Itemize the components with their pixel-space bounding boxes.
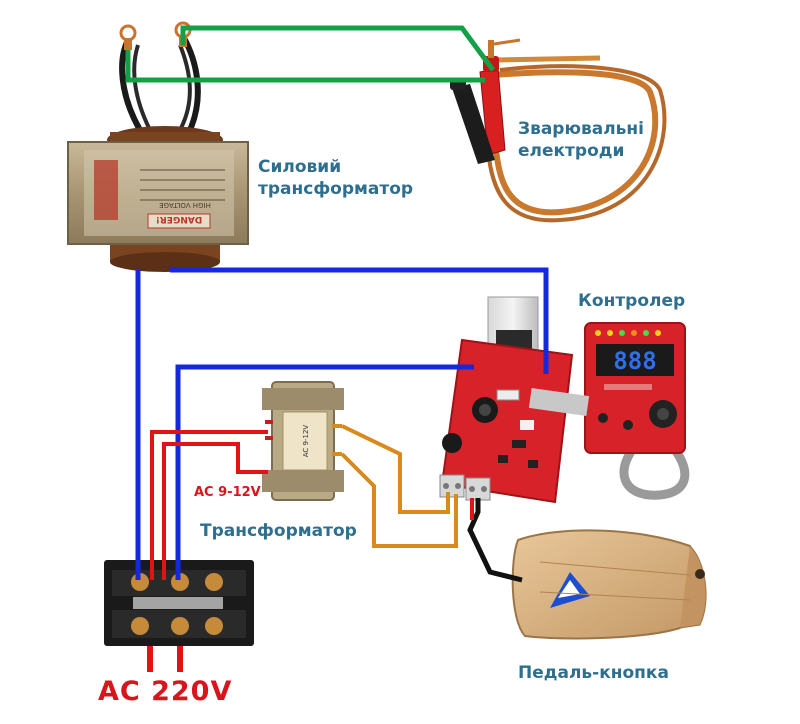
power-transformer-voltage-text: HIGH VOLTAGE [159,201,211,209]
wire-red-1 [150,430,268,580]
wire-pedal [467,498,523,583]
small-transformer-plate-text: AC 9-12V [302,425,310,458]
wire-orange-2 [340,452,458,548]
power-transformer: DANGER! HIGH VOLTAGE [67,21,249,272]
small-transformer: AC 9-12V [262,381,344,501]
pedal-button-label: Педаль-кнопка [518,663,669,683]
controller-panel: 888 [584,322,690,500]
wire-green-lower [180,25,496,72]
main-board [439,296,590,504]
welding-electrodes [450,38,667,223]
wire-red-2 [162,442,268,580]
wire-blue-transformer-to-board [170,267,549,374]
welding-electrodes-label: Зварювальні електроди [518,119,645,161]
transformer-label: Трансформатор [200,521,357,541]
wire-orange-1 [341,424,450,514]
ac-low-voltage-label: AC 9-12V [194,485,261,500]
controller-display: 888 [613,347,656,375]
power-transformer-danger-text: DANGER! [156,214,203,224]
ac-mains-label: AC 220V [98,676,233,707]
wire-green-upper [125,50,485,83]
wire-blue-board-to-terminal [175,364,474,580]
power-transformer-label: Силовий трансформатор [258,157,414,199]
foot-pedal [511,529,707,640]
controller-label: Контролер [578,291,686,311]
